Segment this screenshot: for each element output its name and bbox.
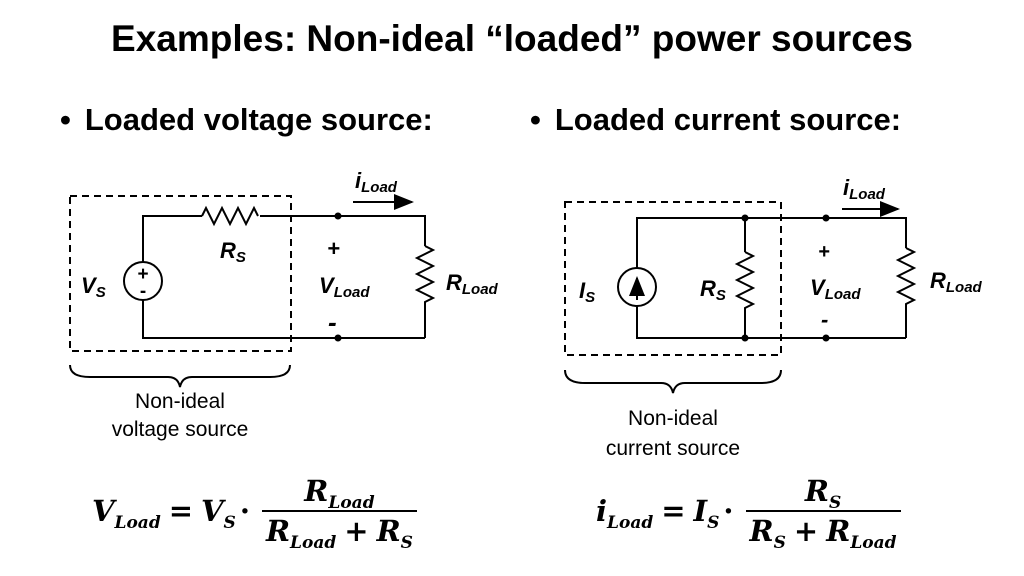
wire-bottom <box>636 306 906 339</box>
current-source-labels: IS RS + VLoad - RLoad iLoad Non-ideal cu… <box>579 175 983 460</box>
wire-bottom <box>142 300 425 339</box>
wire-top-left <box>142 215 202 262</box>
plus-terminal: + <box>327 236 340 261</box>
eq-equals: = <box>168 494 194 528</box>
eq-denominator: RLoad+RS <box>261 510 417 553</box>
eq-lhs: VLoad <box>92 494 161 533</box>
non-ideal-voltage-source-box <box>69 195 292 352</box>
node-dot <box>741 214 749 222</box>
series-resistor-rs <box>201 205 259 227</box>
current-source-circuit <box>564 201 917 394</box>
eq-dot: · <box>723 494 734 528</box>
eq-lhs: iLoad <box>596 494 654 533</box>
non-ideal-current-source-box <box>564 201 782 356</box>
brace <box>564 369 782 394</box>
label-rs: RS <box>700 276 726 304</box>
label-vload: VLoad <box>810 275 861 303</box>
node-dot <box>822 214 830 222</box>
node-dot <box>334 212 342 220</box>
label-iload: iLoad <box>355 168 398 196</box>
load-resistor-rload <box>895 247 917 338</box>
eq-numerator: RLoad <box>304 474 375 513</box>
eq-fraction: RS RS+RLoad <box>745 474 901 553</box>
eq-fraction: RLoad RLoad+RS <box>261 474 417 553</box>
slide-title: Examples: Non-ideal “loaded” power sourc… <box>111 18 913 59</box>
bullet-loaded-current-source: • Loaded current source: <box>530 102 901 138</box>
bullet-label: Loaded current source: <box>554 102 902 137</box>
label-vload: VLoad <box>319 273 370 301</box>
eq-numerator: RS <box>804 474 842 513</box>
label-iload: iLoad <box>843 175 886 203</box>
bullet-loaded-voltage-source: • Loaded voltage source: <box>60 102 433 138</box>
label-vs: VS <box>81 273 106 301</box>
eq-denominator: RS+RLoad <box>745 510 901 553</box>
current-divider-equation: iLoad = IS · RS RS+RLoad <box>596 474 901 553</box>
label-is: IS <box>579 278 595 306</box>
voltage-source-labels: + - VS RS + VLoad - RLoad iLoad Non-idea… <box>81 168 499 441</box>
label-rs: RS <box>220 238 246 266</box>
brace-label-line2: voltage source <box>112 418 249 441</box>
node-dot <box>334 334 342 342</box>
wire-top <box>636 217 907 268</box>
voltage-divider-equation: VLoad = VS · RLoad RLoad+RS <box>92 474 417 553</box>
plus-sign: + <box>137 264 148 285</box>
label-rload: RLoad <box>930 268 983 296</box>
minus-terminal: - <box>328 307 337 337</box>
brace-label-line1: Non-ideal <box>135 390 225 413</box>
brace <box>69 364 291 388</box>
label-rload: RLoad <box>446 270 499 298</box>
eq-equals: = <box>661 494 686 528</box>
eq-factor: VS <box>201 494 236 533</box>
voltage-source-symbol <box>123 261 163 301</box>
brace-label-line2: current source <box>606 437 740 460</box>
eq-factor: IS <box>693 494 720 533</box>
bullet-dot: • <box>530 102 541 137</box>
plus-terminal: + <box>818 241 830 263</box>
node-dot <box>822 334 830 342</box>
eq-dot: · <box>239 494 250 528</box>
brace-label-line1: Non-ideal <box>628 407 718 430</box>
minus-terminal: - <box>821 307 828 332</box>
current-source-symbol <box>617 267 657 307</box>
node-dot <box>741 334 749 342</box>
bullet-label: Loaded voltage source: <box>84 102 433 137</box>
voltage-source-circuit <box>69 194 436 388</box>
load-resistor-rload <box>414 245 436 338</box>
shunt-resistor-rs <box>734 251 756 338</box>
bullet-dot: • <box>60 102 71 137</box>
minus-sign: - <box>140 281 146 302</box>
wire-top-right <box>260 215 426 246</box>
